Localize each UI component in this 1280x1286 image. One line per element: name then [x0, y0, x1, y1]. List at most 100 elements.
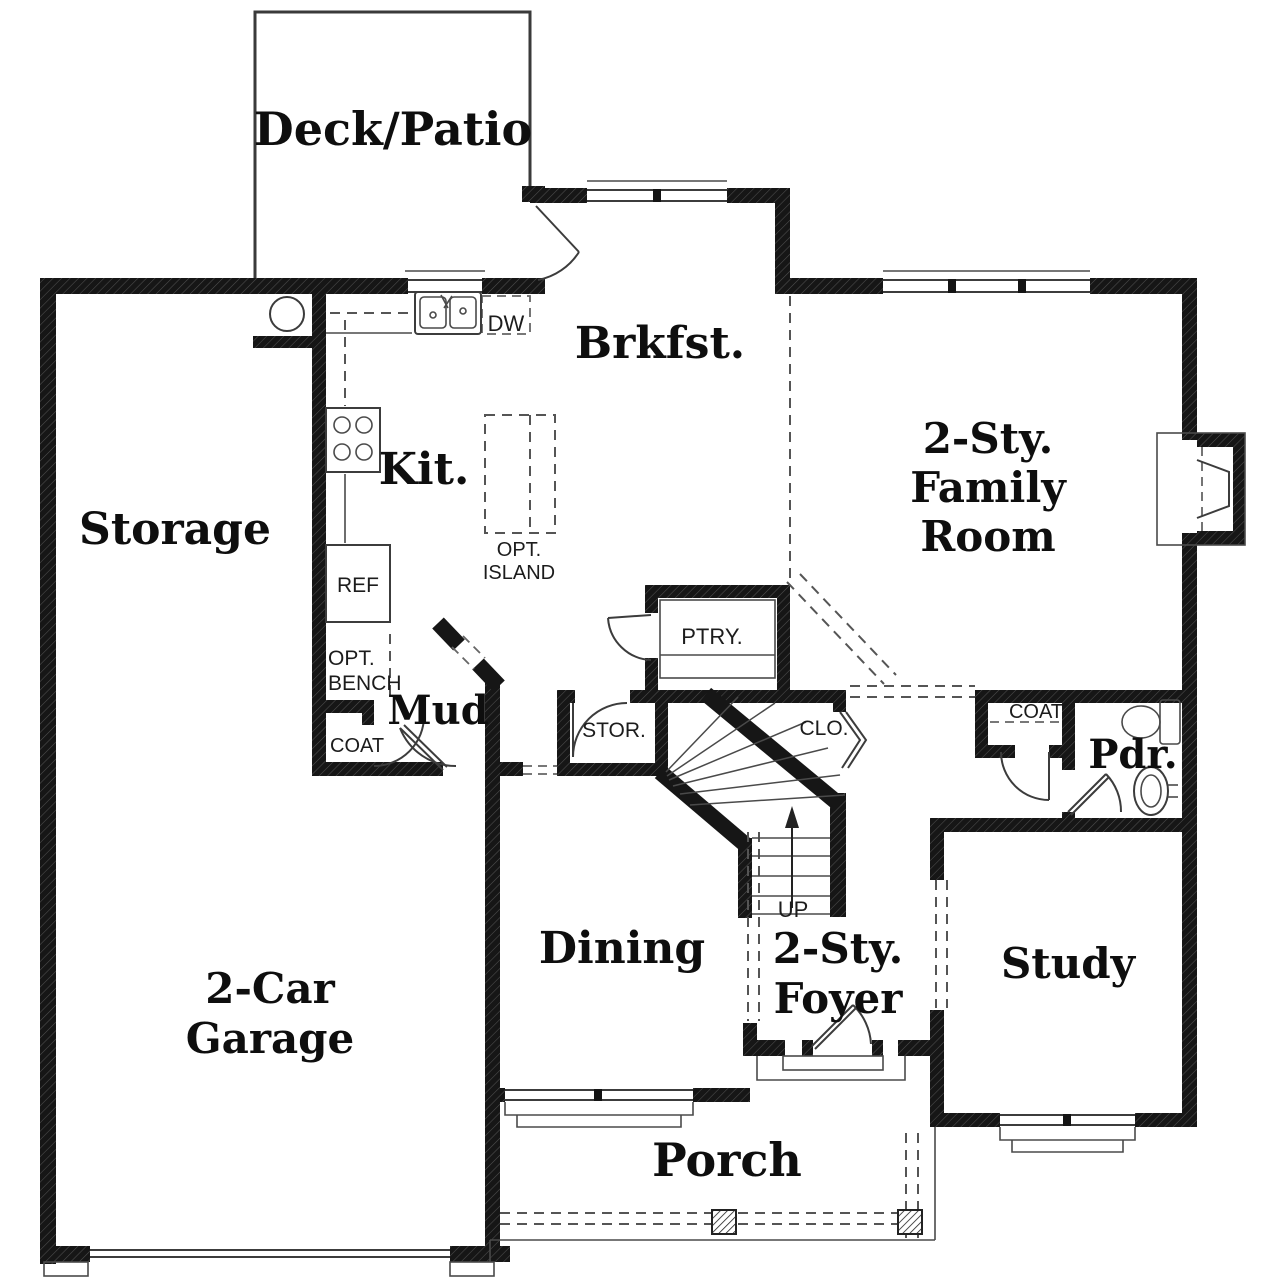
wall-pantry-right	[777, 585, 790, 703]
wall-stor-top-b	[630, 690, 712, 703]
clo-bifold-door	[839, 711, 868, 769]
wall-brkfst-north-b	[727, 188, 790, 203]
wall-coat-bottom-a	[975, 745, 1015, 758]
wall-clo-stub	[833, 690, 846, 712]
wall-study-south-b	[1135, 1113, 1197, 1127]
label-clo: CLO.	[799, 717, 848, 740]
wall-study-west-upper	[930, 818, 944, 880]
label-dining: Dining	[539, 923, 705, 974]
powder-sink	[1133, 766, 1178, 816]
water-heater	[269, 296, 305, 332]
wall-pantry-top	[645, 585, 790, 598]
label-pdr: Pdr.	[1088, 731, 1177, 778]
wall-water-heater-nook	[253, 336, 315, 348]
label-ref: REF	[337, 574, 379, 597]
wall-family-north-b	[1090, 278, 1197, 294]
family-room-window	[883, 270, 1090, 294]
wall-front-door-post-right	[872, 1040, 883, 1056]
porch-columns	[711, 1209, 923, 1235]
mud-coat-door	[373, 715, 425, 767]
range-stove	[325, 407, 381, 473]
label-garage-1: 2-Car	[205, 964, 335, 1013]
garage-entry-door	[399, 724, 457, 771]
label-garage-2: Garage	[186, 1014, 355, 1063]
wall-coat-left	[975, 690, 988, 758]
wall-stair-clo-diagonal	[700, 687, 846, 812]
powder-door	[1067, 773, 1123, 816]
wall-brkfst-north-a	[530, 188, 587, 203]
wall-mud-diagonal-b	[472, 658, 505, 692]
label-storage: Storage	[79, 504, 271, 555]
label-ptry: PTRY.	[681, 624, 743, 649]
label-up: UP	[778, 897, 809, 922]
optional-island-outline	[484, 414, 556, 534]
fixtures	[269, 291, 1246, 1262]
stairs	[665, 696, 846, 915]
wall-brkfst-east	[775, 188, 790, 292]
wall-kitchen-west	[312, 278, 326, 776]
pantry-door	[607, 614, 652, 661]
label-opt-island-2: ISLAND	[483, 562, 555, 584]
label-opt-island-1: OPT.	[497, 539, 541, 561]
wall-garage-south-a	[40, 1246, 90, 1262]
mud-cased-opening-b	[462, 635, 486, 659]
walls	[40, 186, 1245, 1264]
wall-stair-right	[830, 793, 846, 917]
wall-family-east-upper	[1182, 278, 1197, 440]
wall-family-north-a	[775, 278, 883, 294]
family-diagonal-a	[786, 581, 885, 685]
wall-pdr-west-a	[1062, 690, 1075, 770]
dining-window	[504, 1088, 694, 1128]
wall-study-south-a	[930, 1113, 1002, 1127]
wall-stor-bottom	[557, 763, 668, 776]
wall-pantry-left-a	[645, 585, 658, 613]
wall-pantry-left-b	[645, 658, 658, 703]
coat-hall-door	[1000, 751, 1050, 801]
porch-edge	[489, 1127, 936, 1262]
wall-stair-left-diagonal	[654, 765, 753, 853]
label-foyer-1: 2-Sty.	[773, 924, 904, 973]
label-foyer-2: Foyer	[774, 974, 904, 1023]
fireplace	[1156, 432, 1246, 546]
label-family-1: 2-Sty.	[923, 414, 1054, 463]
wall-stor-left	[557, 690, 570, 776]
doors	[373, 205, 1123, 1050]
refrigerator	[325, 544, 391, 623]
wall-foyer-south-right	[898, 1040, 942, 1056]
wall-mud-diagonal-a	[432, 617, 465, 651]
mud-cased-opening-a	[451, 646, 475, 670]
label-dw: DW	[488, 311, 525, 336]
garage-overhead-door	[43, 1249, 495, 1277]
label-deck-patio: Deck/Patio	[254, 102, 532, 156]
wall-mud-coat-stub	[362, 713, 374, 725]
diagonal-walls	[432, 617, 846, 853]
toilet	[1121, 699, 1181, 745]
wall-hall-north-coat	[975, 690, 1197, 703]
label-porch: Porch	[652, 1133, 802, 1187]
label-stor: STOR.	[582, 719, 646, 742]
pantry-shelving	[659, 599, 776, 679]
label-study: Study	[1001, 939, 1137, 988]
label-coat-mud: COAT	[330, 735, 384, 757]
family-diagonal-b	[799, 573, 897, 676]
front-door-stoop	[756, 1055, 906, 1081]
wall-hall-south	[930, 818, 1197, 832]
windows	[43, 180, 1136, 1277]
stor-door	[572, 702, 628, 758]
label-family-3: Room	[920, 512, 1055, 561]
brkfst-window	[587, 180, 727, 203]
kitchen-sink-window	[405, 270, 485, 294]
wall-study-west-lower	[930, 1010, 944, 1127]
wall-stor-right	[655, 690, 668, 776]
label-mud: Mud	[387, 687, 488, 734]
wall-dining-foyer-stub	[743, 1023, 757, 1056]
wall-mud-south	[312, 762, 443, 776]
wall-stor-top-a	[557, 690, 575, 703]
kitchen-sink	[414, 291, 482, 335]
label-opt-bench-2: BENCH	[328, 672, 402, 695]
wall-dining-south-b	[693, 1088, 750, 1102]
study-window	[999, 1113, 1136, 1153]
wall-mud-south-b	[485, 762, 523, 776]
